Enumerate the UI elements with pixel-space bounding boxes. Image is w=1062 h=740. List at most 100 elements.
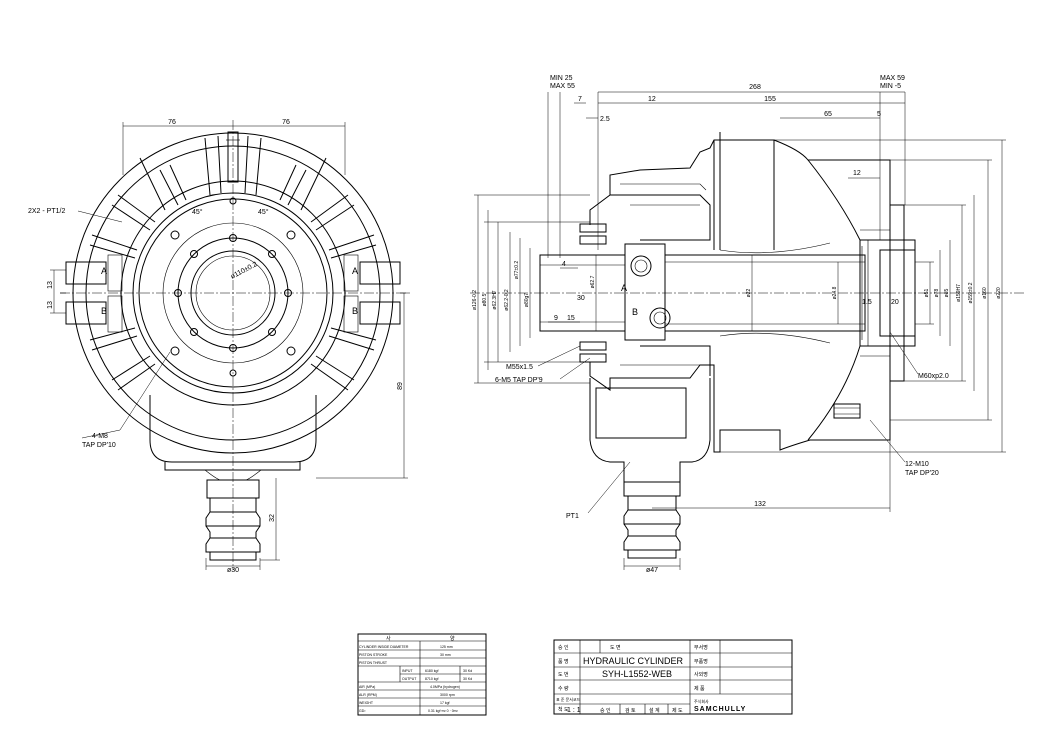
dim-7: 7 xyxy=(578,96,582,103)
dim-nozzle-len: 32 xyxy=(269,514,276,522)
spec-row-2-label: PISTON STROKE xyxy=(359,653,388,657)
spec-row-5-label: AIR (MPa) xyxy=(359,685,375,689)
port-b-label: B xyxy=(101,306,107,316)
tb-name-label: 품 명 xyxy=(558,658,569,665)
tb-dwg-right: 사외명 xyxy=(694,671,708,678)
spec-header-2: 양 xyxy=(450,635,455,642)
dim-right-dia-2: ø78 xyxy=(934,288,940,297)
dim-right-dia-6: ø160 xyxy=(982,287,988,299)
dim-12b: 12 xyxy=(853,170,861,177)
dim-right-dia-7: ø220 xyxy=(996,287,1002,299)
tb-dwg-label: 도 번 xyxy=(558,671,569,678)
spec-row-3-unit: 30 Kd xyxy=(463,669,472,673)
tb-row1-right: 부서명 xyxy=(694,644,708,651)
side-dimensions: MIN 25 MAX 55 MAX 59 MIN -5 7 12 268 155… xyxy=(472,75,1006,574)
tb-row1-mid: 도 면 xyxy=(610,644,621,651)
side-nozzle-dia: ø47 xyxy=(646,567,658,574)
front-dimensions: 76 76 2X2 - PT1/2 45° 45° ø110±0.2 A B A… xyxy=(28,119,408,574)
tb-cell-draft: 제 도 xyxy=(672,707,683,714)
bolt-holes xyxy=(170,197,296,377)
dim-right-dia-3: ø85 xyxy=(944,288,950,297)
min-right: MIN -5 xyxy=(880,83,901,90)
radial-ribs xyxy=(89,135,377,391)
tap-left: 6-M5 TAP DP'9 xyxy=(495,377,543,384)
nozzle-fitting xyxy=(205,479,261,561)
dim-20: 20 xyxy=(891,299,899,306)
angle-right: 45° xyxy=(258,208,269,216)
dim-left-dia-5: ø77±0.2 xyxy=(514,261,520,280)
spec-row-5-value: 4.0MPa (hydrogen) xyxy=(430,685,460,689)
dim-left-dia-6: ø80g7 xyxy=(524,293,530,307)
dim-65: 65 xyxy=(824,111,832,118)
dim-4: 4 xyxy=(562,261,566,268)
dim-left-dia-4: ø62.2-0.2 xyxy=(504,289,510,311)
dim-5: 5 xyxy=(877,111,881,118)
hole-callout-2: TAP DP'10 xyxy=(82,442,116,449)
tb-rev-label: 표 준 문서코드 xyxy=(556,696,581,702)
spec-row-4-value: 8710 kgf xyxy=(425,677,438,681)
spec-row-7-value: 17 kgf xyxy=(440,701,450,705)
dim-right-dia-1: ø51 xyxy=(924,288,930,297)
dim-left-dia-2: ø80.5 xyxy=(482,293,488,306)
dim-12: 12 xyxy=(648,96,656,103)
port-b-label-right: B xyxy=(352,306,358,316)
tb-cell-approve: 승 인 xyxy=(600,707,611,714)
spec-row-1-value: 125 mm xyxy=(440,645,453,649)
dim-9: 9 xyxy=(554,315,558,322)
dim-rod-dia: ø22 xyxy=(746,288,752,297)
spec-row-8-value: 0.31 kgf·m² 0 · 0m² xyxy=(428,709,459,713)
title-block: 승 인 도 면 부서명 품 명 HYDRAULIC CYLINDER 부품명 도… xyxy=(553,639,793,715)
spec-row-4-unit: 30 Kd xyxy=(463,677,472,681)
tb-row1-label: 승 인 xyxy=(558,644,569,651)
nozzle-dia: ø30 xyxy=(227,567,239,574)
dim-height: 89 xyxy=(397,382,404,390)
port-a-label: A xyxy=(101,266,107,276)
dim-left-width: 76 xyxy=(168,119,176,126)
tb-qty-right: 제 품 xyxy=(694,685,705,692)
min-stroke: MIN 25 xyxy=(550,75,573,82)
tb-dwg-value: SYH-L1552-WEB xyxy=(602,669,672,679)
company-logo: SAMCHULLY xyxy=(694,706,746,713)
spec-row-4-sub: OUTPUT xyxy=(402,677,417,681)
side-view xyxy=(470,132,1025,559)
tap-right-1: 12-M10 xyxy=(905,461,929,468)
max-stroke: MAX 55 xyxy=(550,83,575,90)
tb-scale-value: 1 : 1 xyxy=(567,707,581,714)
pcd-label: ø110±0.2 xyxy=(230,261,259,281)
tb-qty-label: 수 량 xyxy=(558,685,569,692)
spec-row-3-value: 6180 kgf xyxy=(425,669,438,673)
pt-callout: PT1 xyxy=(566,513,579,520)
dim-155: 155 xyxy=(764,96,776,103)
tb-cell-review: 검 토 xyxy=(625,707,636,714)
spec-row-1-label: CYLINDER INSIDE DIAMETER xyxy=(359,645,409,649)
dim-right-dia-4: ø159H7 xyxy=(956,284,962,302)
max-right: MAX 59 xyxy=(880,75,905,82)
spec-row-8-label: GD² xyxy=(359,709,366,713)
tap-right-2: TAP DP'20 xyxy=(905,470,939,477)
front-view xyxy=(60,120,410,570)
dim-1-5: 1.5 xyxy=(862,299,872,306)
dim-vert-b: 13 xyxy=(47,301,54,309)
spec-row-2-value: 30 mm xyxy=(440,653,451,657)
spec-row-7-label: WEIGHT xyxy=(359,701,374,705)
spec-row-6-value: 3000 rpm xyxy=(440,693,455,697)
tb-cell-design: 설 계 xyxy=(649,707,660,714)
dim-left-dia-7: ø62.7 xyxy=(590,275,596,288)
dim-132: 132 xyxy=(754,501,766,508)
thread-left: M55x1.5 xyxy=(506,364,533,371)
spec-row-3-label: PISTON THRUST xyxy=(359,661,388,665)
dim-30: 30 xyxy=(577,295,585,302)
side-port-a: A xyxy=(621,283,627,293)
thread-right: M60xp2.0 xyxy=(918,373,949,380)
spec-table: 사 양 CYLINDER INSIDE DIAMETER 125 mm PIST… xyxy=(357,633,487,716)
spec-row-3-sub: INPUT xyxy=(402,669,413,673)
dim-268: 268 xyxy=(749,84,761,91)
dim-left-dia-1: ø126-0.2 xyxy=(472,290,478,310)
port-a-label-right: A xyxy=(352,266,358,276)
angle-left: 45° xyxy=(192,208,203,216)
spec-row-6-label: ALR (RPM) xyxy=(359,693,377,697)
side-port-b: B xyxy=(632,307,638,317)
spec-header-1: 사 xyxy=(386,635,391,642)
dim-right-dia-5: ø159±0.2 xyxy=(968,282,974,303)
